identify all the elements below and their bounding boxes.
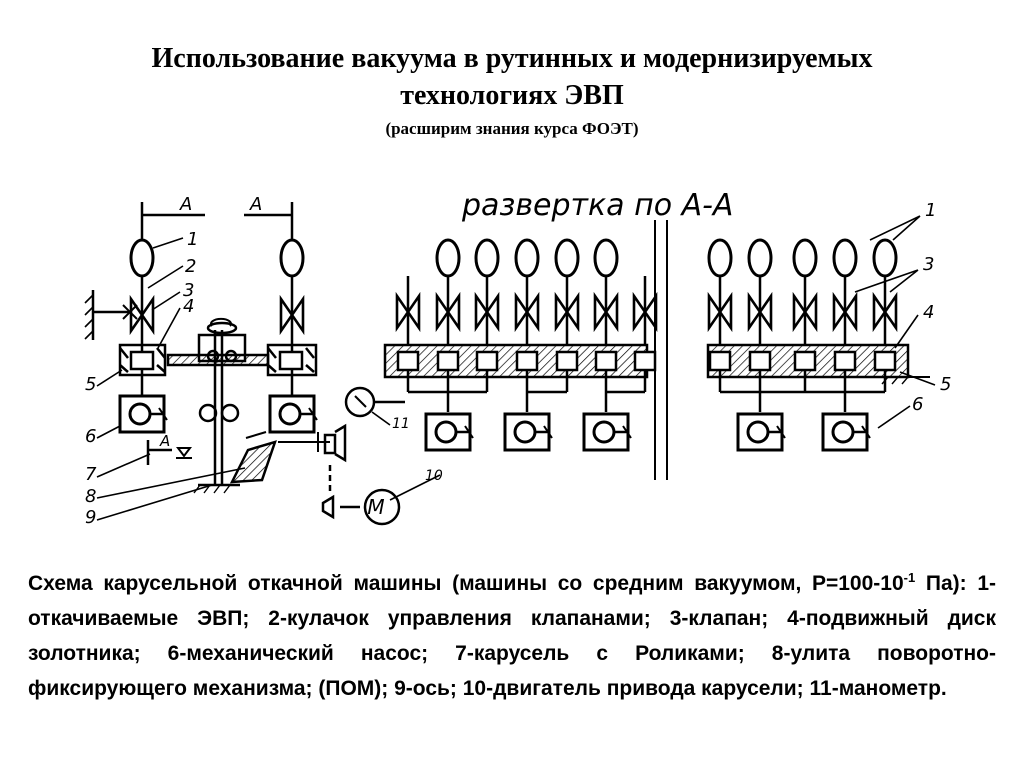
slide-title: Использование вакуума в рутинных и модер… bbox=[0, 40, 1024, 114]
section-mark-a2: А bbox=[249, 194, 262, 215]
slide-subtitle: (расширим знания курса ФОЭТ) bbox=[385, 119, 639, 138]
pump-unfolded bbox=[821, 412, 872, 452]
callout-5-left: 5 bbox=[85, 374, 96, 395]
caption-superscript: -1 bbox=[903, 570, 916, 585]
motor-symbol: М bbox=[367, 495, 384, 519]
title-line-1: Использование вакуума в рутинных и модер… bbox=[151, 43, 873, 74]
bulb-unfolded bbox=[474, 238, 500, 278]
callout-8: 8 bbox=[85, 486, 96, 507]
bulb-unfolded bbox=[872, 238, 898, 278]
callout-4-left: 4 bbox=[183, 296, 194, 317]
title-line-2: технологиях ЭВП bbox=[400, 80, 624, 111]
caption-text-2: Па): 1- откачиваемые ЭВП; 2-кулачок упра… bbox=[28, 572, 996, 700]
pump-unfolded bbox=[503, 412, 554, 452]
callout-4-right: 4 bbox=[923, 302, 934, 323]
callout-6-left: 6 bbox=[85, 426, 96, 447]
pump-unfolded bbox=[736, 412, 787, 452]
bulb-unfolded bbox=[593, 238, 619, 278]
bulb-unfolded bbox=[435, 238, 461, 278]
side-view bbox=[84, 202, 401, 526]
bulb-unfolded bbox=[792, 238, 818, 278]
callout-7: 7 bbox=[85, 464, 97, 485]
callout-3-left: 3 bbox=[183, 280, 194, 301]
bulb-unfolded bbox=[747, 238, 773, 278]
leader-lines bbox=[96, 215, 936, 521]
bulb-unfolded bbox=[514, 238, 540, 278]
carousel-machine-diagram: развертка по А-А А А А М 1 2 3 4 5 6 7 8… bbox=[84, 188, 951, 528]
callout-11: 11 bbox=[392, 416, 410, 432]
callout-3-right: 3 bbox=[923, 254, 934, 275]
diagram-caption: Схема карусельной откачной машины (машин… bbox=[28, 566, 996, 706]
callout-1-left: 1 bbox=[187, 229, 198, 250]
section-mark-a3: А bbox=[159, 432, 170, 450]
diagram-labels: развертка по А-А А А А М 1 2 3 4 5 6 7 8… bbox=[85, 188, 951, 528]
callout-9: 9 bbox=[85, 507, 96, 528]
pump-unfolded bbox=[582, 412, 633, 452]
callout-6-right: 6 bbox=[912, 394, 923, 415]
callout-2: 2 bbox=[185, 256, 196, 277]
bulb-unfolded bbox=[554, 238, 580, 278]
bulb-unfolded bbox=[707, 238, 733, 278]
caption-text-1: Схема карусельной откачной машины (машин… bbox=[28, 572, 904, 595]
pump-unfolded bbox=[424, 412, 475, 452]
callout-1-right: 1 bbox=[925, 200, 936, 221]
callout-5-right: 5 bbox=[940, 374, 951, 395]
unfold-label: развертка по А-А bbox=[461, 188, 733, 223]
section-mark-a1: А bbox=[179, 194, 192, 215]
bulb-unfolded bbox=[832, 238, 858, 278]
unfold-units bbox=[395, 238, 898, 452]
